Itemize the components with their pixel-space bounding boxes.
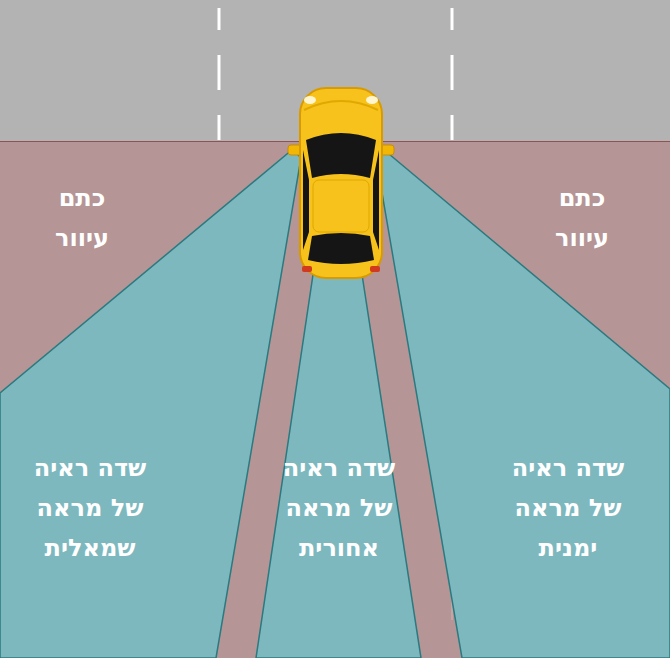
taillight: [370, 266, 380, 272]
right-mirror: [380, 145, 394, 155]
side-window: [303, 150, 309, 250]
road-lane: [0, 0, 670, 142]
zone-shape: [0, 148, 302, 658]
field-label: שדה ראיה של מראה ימנית: [509, 448, 627, 568]
lane-dashes: [219, 8, 452, 140]
zone-shape: [375, 148, 670, 658]
field-label: שדה ראיה של מראה אחורית: [280, 448, 398, 568]
zone-label: כתם עיוור: [532, 178, 632, 258]
zone-label: כתם עיוור: [32, 178, 132, 258]
rear-window: [308, 233, 374, 264]
hood-line: [304, 101, 378, 110]
car-roof: [313, 180, 369, 232]
headlight: [366, 96, 378, 104]
left-mirror: [288, 145, 302, 155]
mirror-view-field: שדה ראיה של מראה ימנית: [375, 148, 670, 658]
mirror-view-field: שדה ראיה של מראה אחורית: [255, 265, 422, 658]
windshield: [306, 133, 376, 178]
zone-polygon: [376, 149, 670, 658]
headlight: [304, 96, 316, 104]
side-window: [373, 150, 379, 250]
car-body: [300, 88, 382, 278]
taillight: [302, 266, 312, 272]
zone-polygon: [0, 149, 301, 658]
field-label: שדה ראיה של מראה שמאלית: [31, 448, 149, 568]
mirror-view-field: שדה ראיה של מראה שמאלית: [0, 148, 302, 658]
zone-polygon: [256, 268, 421, 658]
